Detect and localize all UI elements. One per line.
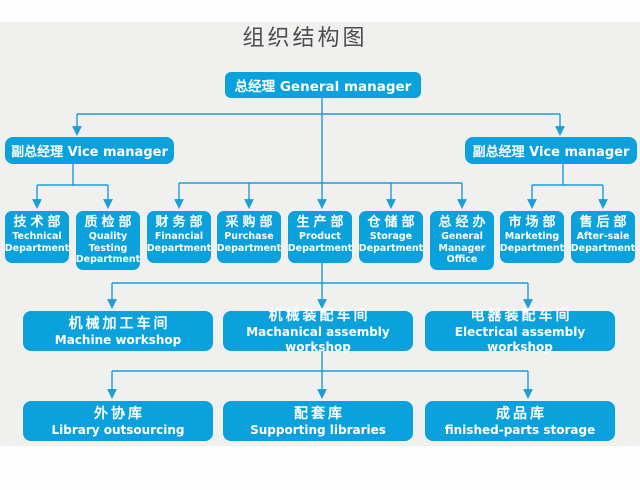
- dept-name-en: Financial Department: [146, 231, 212, 254]
- dept-name-zh: 售后部: [579, 215, 631, 230]
- workshop-name-en: Electrical assembly workshop: [454, 325, 586, 354]
- node-dept-storage: 仓储部 Storage Department: [359, 211, 423, 263]
- node-supporting-libraries: 配套库 Supporting libraries: [223, 401, 413, 441]
- storage-name-zh: 外协库: [94, 405, 145, 422]
- node-label: 副总经理 Vice manager: [11, 145, 168, 160]
- node-dept-marketing: 市场部 Marketing Department: [500, 211, 564, 263]
- node-library-outsourcing: 外协库 Library outsourcing: [23, 401, 213, 441]
- node-dept-financial: 财务部 Financial Department: [147, 211, 211, 263]
- dept-name-en: Purchase Department: [216, 231, 282, 254]
- dept-name-zh: 质检部: [84, 215, 136, 230]
- dept-name-en: Storage Department: [358, 231, 424, 254]
- node-dept-technical: 技术部 Technical Department: [5, 211, 69, 263]
- node-dept-product: 生产部 Product Department: [288, 211, 352, 263]
- storage-name-zh: 成品库: [496, 405, 547, 422]
- storage-name-zh: 配套库: [294, 405, 345, 422]
- dept-name-zh: 仓储部: [367, 215, 419, 230]
- dept-name-en: Technical Department: [4, 231, 70, 254]
- node-mechanical-assembly-workshop: 机械装配车间 Machanical assembly workshop: [223, 308, 413, 354]
- dept-name-en: General Manager Office: [438, 231, 486, 265]
- storage-name-en: Library outsourcing: [51, 422, 185, 437]
- dept-name-zh: 财务部: [155, 215, 207, 230]
- node-dept-quality-testing: 质检部 Quality Testing Department: [76, 211, 140, 270]
- chart-title: 组织结构图: [242, 26, 368, 51]
- dept-name-en: Quality Testing Department: [75, 231, 141, 265]
- node-dept-after-sale: 售后部 After-sale Department: [571, 211, 635, 263]
- workshop-name-en: Machanical assembly workshop: [246, 325, 390, 354]
- workshop-name-zh: 机械加工车间: [68, 315, 171, 332]
- workshop-name-zh: 电器装配车间: [470, 308, 573, 324]
- node-label: 副总经理 Vice manager: [472, 145, 630, 160]
- dept-name-zh: 采购部: [225, 215, 277, 230]
- dept-name-zh: 总经办: [438, 215, 490, 230]
- dept-name-zh: 生产部: [296, 215, 348, 230]
- node-machine-workshop: 机械加工车间 Machine workshop: [23, 311, 213, 351]
- node-dept-purchase: 采购部 Purchase Department: [217, 211, 281, 263]
- dept-name-zh: 市场部: [508, 215, 560, 230]
- node-finished-parts-storage: 成品库 finished-parts storage: [425, 401, 615, 441]
- node-vice-manager-left: 副总经理 Vice manager: [5, 137, 174, 164]
- workshop-name-en: Machine workshop: [54, 332, 182, 347]
- node-electrical-assembly-workshop: 电器装配车间 Electrical assembly workshop: [425, 308, 615, 354]
- workshop-name-zh: 机械装配车间: [268, 308, 371, 324]
- storage-name-en: Supporting libraries: [250, 422, 386, 437]
- dept-name-en: Product Department: [287, 231, 353, 254]
- dept-name-zh: 技术部: [13, 215, 65, 230]
- dept-name-en: After-sale Department: [570, 231, 636, 254]
- dept-name-en: Marketing Department: [499, 231, 565, 254]
- node-vice-manager-right: 副总经理 Vice manager: [465, 137, 637, 164]
- node-dept-gm-office: 总经办 General Manager Office: [430, 211, 494, 270]
- storage-name-en: finished-parts storage: [444, 422, 596, 437]
- node-label: 总经理 General manager: [234, 79, 412, 95]
- node-general-manager: 总经理 General manager: [225, 72, 421, 98]
